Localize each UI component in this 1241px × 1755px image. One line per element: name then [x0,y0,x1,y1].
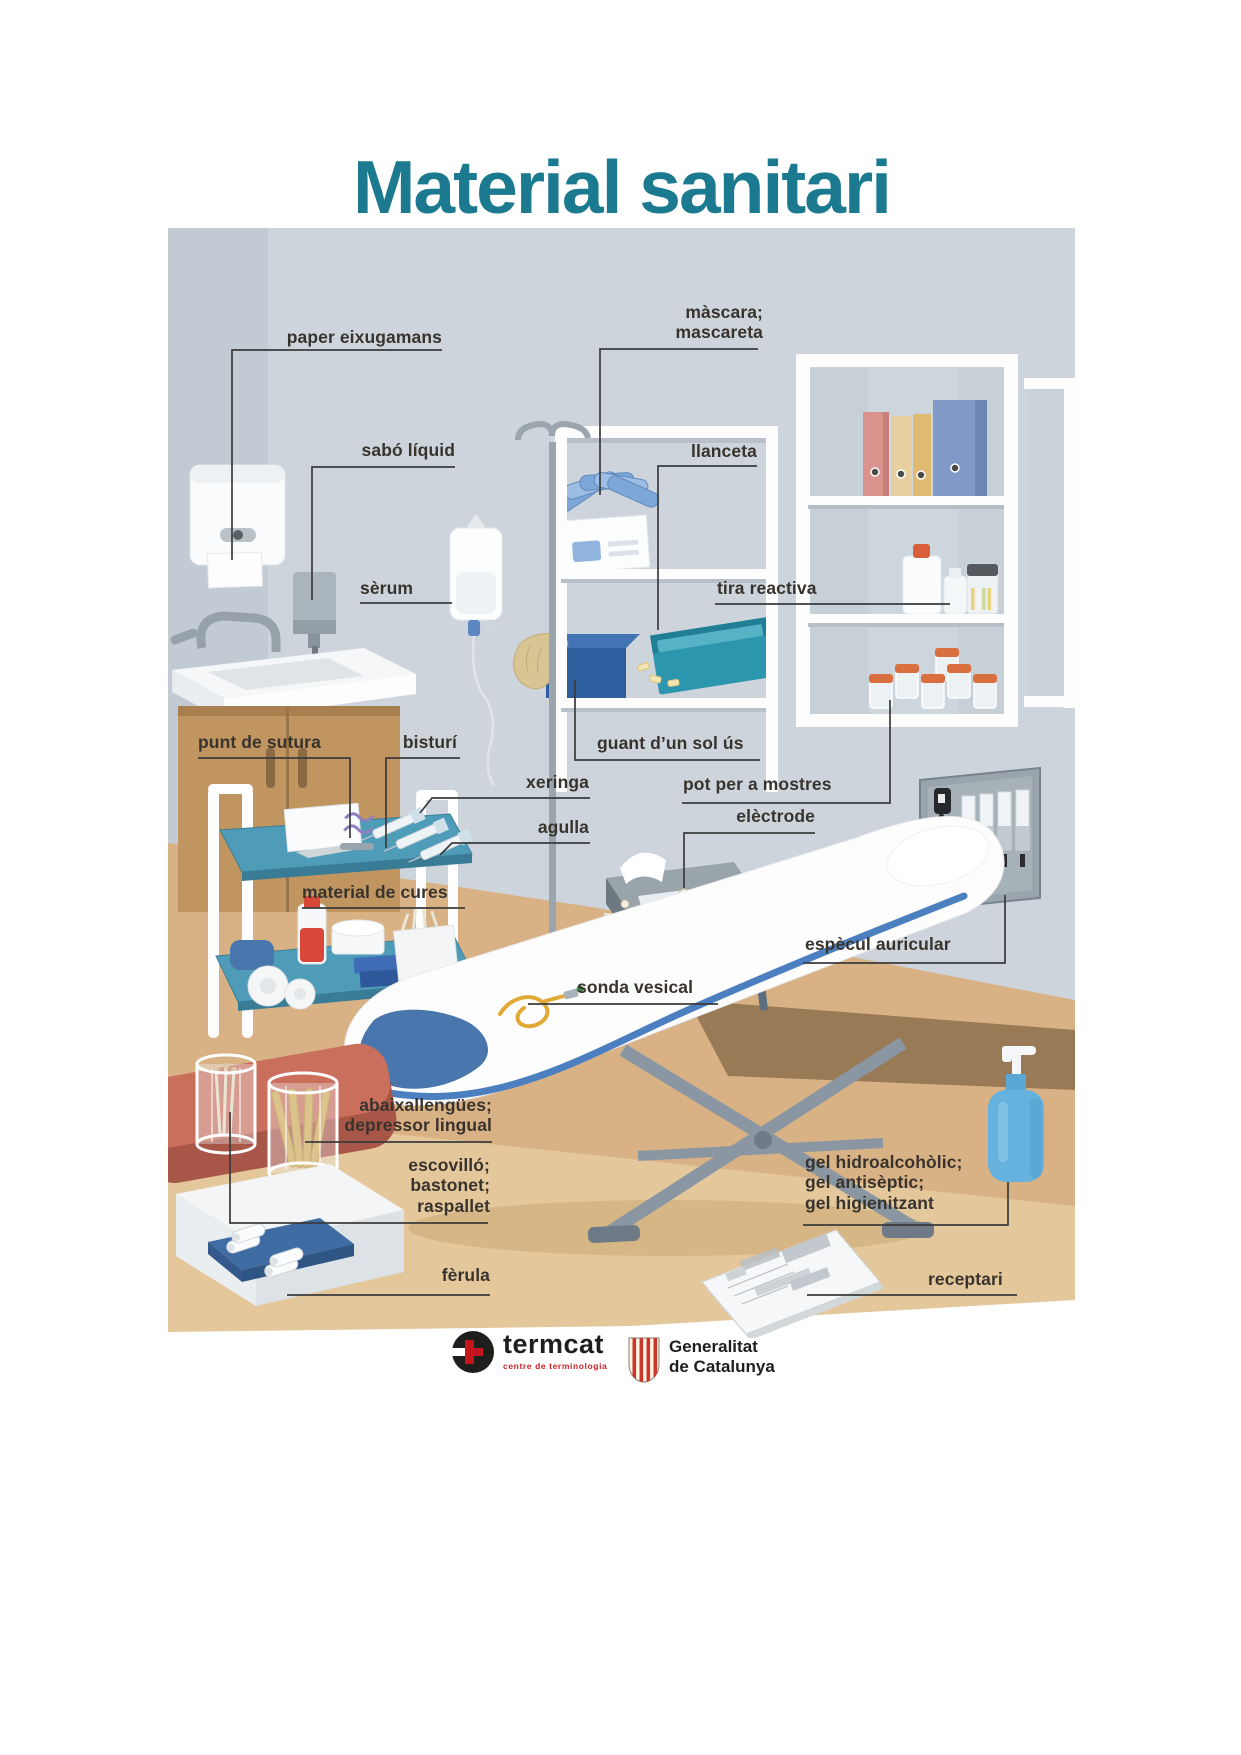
bed-mattress [344,816,1005,1106]
label-bisturi: bisturí [402,732,457,752]
bed-pillow [886,825,990,887]
exam-room-illustration [168,228,1075,1338]
label-gel: gel hidroalcohòlic; gel antisèptic; gel … [805,1152,963,1213]
page-title: Material sanitari [352,145,892,229]
termcat-logo-icon [452,1331,494,1373]
label-agulla: agulla [537,817,589,837]
serum-bag [449,514,503,787]
gel-bottle [988,1046,1044,1182]
exam-room-drawing [168,228,1075,1338]
label-pot-mostres: pot per a mostres [683,774,832,794]
label-escovillo: escovilló; bastonet; raspallet [408,1155,490,1216]
label-xeringa: xeringa [526,772,589,792]
glass-cabinet [796,354,1075,727]
termcat-wordmark: termcat [503,1329,605,1359]
bed-legs [587,1037,934,1244]
scalpel [296,843,374,858]
faucet [170,611,281,652]
label-guant: guant d’un sol ús [597,733,744,753]
prescription-pad [701,1229,884,1338]
bed-blue-stripe [362,892,968,1100]
exam-bed [344,816,1005,1256]
swab-cylinder [195,1053,257,1155]
label-leader-lines [198,348,1017,1296]
label-paper-eixugamans: paper eixugamans [286,327,442,347]
label-llanceta: llanceta [691,441,757,461]
wall-shelf-unit [513,426,778,792]
label-material-cures: material de cures [302,882,448,902]
label-electrode: elèctrode [736,806,815,826]
label-tira-reactiva: tira reactiva [717,578,817,598]
generalitat-logo: Generalitat de Catalunya [628,1337,775,1383]
glove-box-shelf [513,633,640,698]
test-strip-jar [966,563,999,615]
generalitat-shield-icon [628,1337,660,1383]
lancets-spilled [637,662,680,687]
label-ferula: fèrula [441,1265,490,1285]
termcat-text-block: termcat centre de terminologia [503,1329,608,1372]
label-mascara: màscara; mascareta [675,302,763,343]
label-especul: espècul auricular [805,934,951,954]
syringes [360,807,474,863]
label-sabo-liquid: sabó líquid [361,440,455,460]
sample-pots [869,648,997,709]
urinary-catheter [498,985,584,1029]
bed-foot-cushion [359,1009,489,1089]
side-counter [176,1164,404,1306]
generalitat-wordmark: Generalitat de Catalunya [669,1337,775,1376]
termcat-tagline: centre de terminologia [503,1361,608,1371]
termcat-logo: termcat centre de terminologia [452,1331,607,1373]
label-sonda-vesical: sonda vesical [577,977,694,997]
soap-dispenser [293,572,336,654]
label-abaixallengues: abaixallengües; depressor lingual [344,1095,492,1136]
iv-stand [449,420,591,988]
finger-splints [226,1223,304,1278]
lancet-box [650,617,776,695]
label-serum: sèrum [360,578,414,598]
tongue-depressor-cylinder [267,1071,339,1185]
paper-towel-dispenser [189,464,286,589]
label-punt-de-sutura: punt de sutura [198,732,321,752]
label-receptari: receptari [928,1269,1003,1289]
